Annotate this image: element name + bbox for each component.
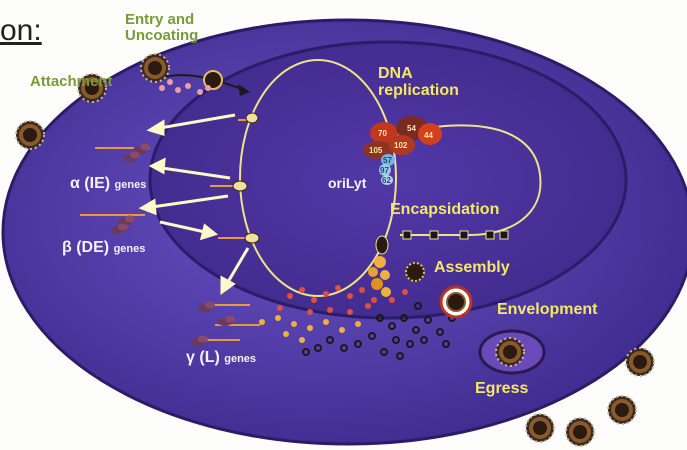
gene-beta-greek: β — [62, 239, 72, 256]
protein-label-57: 57 — [383, 156, 392, 165]
dna-label-line1: DNA — [378, 66, 459, 83]
entry-label-line2: Uncoating — [125, 28, 198, 44]
gene-beta-word: genes — [114, 243, 146, 255]
protein-label-105: 105 — [369, 146, 383, 155]
gene-alpha-word: genes — [115, 179, 147, 191]
envelopment-particle — [441, 287, 471, 317]
egress-label: Egress — [475, 381, 528, 398]
entry-label-line1: Entry and — [125, 12, 198, 28]
gene-gamma-greek: γ — [186, 349, 195, 366]
protein-label-70: 70 — [378, 129, 387, 138]
protein-label-97: 97 — [380, 166, 389, 175]
gene-gamma-code: (L) — [199, 349, 219, 366]
gene-gamma-word: genes — [224, 353, 256, 365]
gene-alpha-code: (IE) — [84, 175, 110, 192]
dna-replication-label: DNA replication — [378, 66, 459, 100]
encapsidation-label: Encapsidation — [390, 202, 499, 219]
assembly-label: Assembly — [434, 260, 510, 277]
title-fragment: on: — [0, 14, 42, 48]
dna-label-line2: replication — [378, 83, 459, 100]
protein-label-44: 44 — [424, 131, 433, 140]
entry-uncoating-label: Entry and Uncoating — [125, 12, 198, 44]
gene-alpha-greek: α — [70, 175, 80, 192]
protein-label-102: 102 — [394, 141, 408, 150]
envelopment-label: Envelopment — [497, 302, 597, 319]
gene-class-alpha: α (IE) genes — [70, 176, 146, 193]
gene-class-gamma: γ (L) genes — [186, 350, 256, 367]
protein-label-54: 54 — [407, 124, 416, 133]
orilyt-label: oriLyt — [328, 176, 366, 191]
gene-beta-code: (DE) — [76, 239, 109, 256]
protein-label-62: 62 — [382, 176, 391, 185]
gene-class-beta: β (DE) genes — [62, 240, 145, 257]
attachment-label: Attachment — [30, 74, 113, 90]
egress-vesicle — [480, 331, 544, 373]
